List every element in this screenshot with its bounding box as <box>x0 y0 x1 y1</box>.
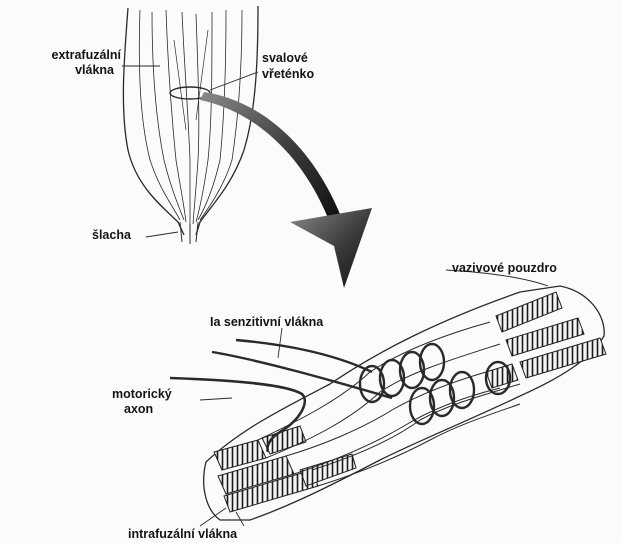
zoom-arrow <box>200 92 372 288</box>
fibre-ends-right <box>486 292 606 388</box>
label-capsule: vazivové pouzdro <box>452 261 557 275</box>
intrafusal-pointer-1 <box>200 508 226 526</box>
sensory-coils <box>360 344 510 424</box>
label-tendon: šlacha <box>92 228 132 242</box>
tendon-pointer <box>146 232 178 237</box>
spindle-pointer <box>210 72 258 90</box>
label-motor-line1: motorický <box>112 387 172 401</box>
sensory-axon-2 <box>212 352 392 398</box>
muscle-drawing <box>123 6 258 244</box>
label-motor-line2: axon <box>124 402 153 416</box>
label-sensory: Ia senzitivní vlákna <box>210 315 324 329</box>
sensory-pointer <box>278 328 282 358</box>
intrafusal-pointer-2 <box>236 512 244 526</box>
label-spindle-line1: svalové <box>262 51 308 65</box>
label-extrafusal-line1: extrafuzální <box>52 48 122 62</box>
label-spindle-line2: vřeténko <box>262 67 314 81</box>
sensory-axon-1 <box>236 340 372 372</box>
motor-pointer <box>200 398 232 400</box>
label-intrafusal: intrafuzální vlákna <box>128 527 238 541</box>
label-extrafusal-line2: vlákna <box>75 63 115 77</box>
